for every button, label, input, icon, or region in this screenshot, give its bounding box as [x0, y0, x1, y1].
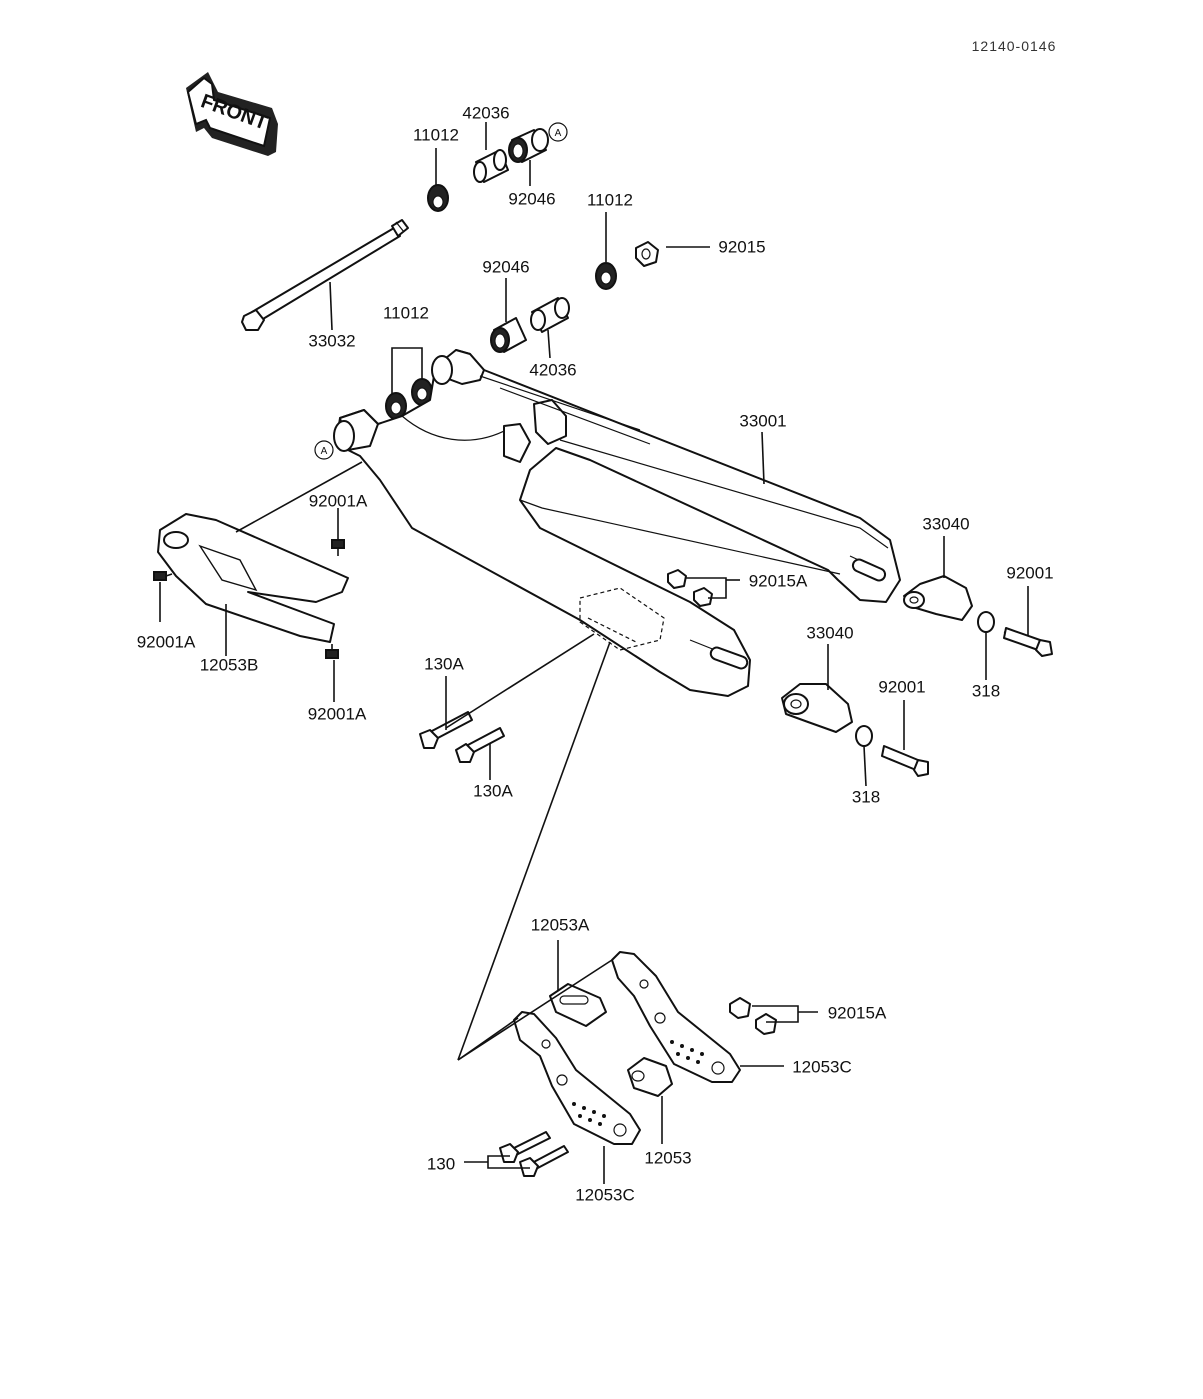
callout-33040-mid: 33040 [806, 623, 854, 643]
block-12053 [627, 1057, 673, 1097]
callout-42036-mid: 42036 [529, 360, 577, 380]
ref-a-top-circle [548, 122, 568, 142]
bolt-92001A-left [153, 571, 173, 581]
sleeve-42036-top [473, 149, 509, 183]
callout-92001-right: 92001 [1006, 563, 1054, 583]
callout-33032: 33032 [308, 331, 356, 351]
ref-a-left: A [321, 446, 328, 457]
bolt-92001-mid [881, 745, 929, 777]
callout-12053C-right: 12053C [792, 1057, 852, 1077]
bolts-130 [499, 1131, 569, 1177]
callout-12053C-bottom: 12053C [575, 1185, 635, 1205]
callout-11012-mid: 11012 [382, 303, 430, 323]
bolt-130A-bottom [455, 727, 505, 763]
drawing-id: 12140-0146 [971, 38, 1057, 54]
collar-92046-mid [490, 317, 527, 353]
callout-92015A-mid: 92015A [748, 571, 808, 591]
callout-92015: 92015 [718, 237, 766, 257]
callout-92046-mid: 92046 [482, 257, 530, 277]
callout-92001A-top: 92001A [308, 491, 368, 511]
ref-a-left-circle [314, 440, 334, 460]
callout-130: 130 [426, 1154, 456, 1174]
callout-12053B: 12053B [199, 655, 259, 675]
adjuster-33040-mid [781, 683, 853, 733]
bearing-11012-right [595, 262, 617, 290]
callout-11012-top: 11012 [412, 125, 460, 145]
ref-a-top: A [555, 128, 562, 139]
callout-33040-right: 33040 [922, 514, 970, 534]
callout-130A-top: 130A [424, 654, 464, 674]
collar-92046-top [508, 128, 549, 163]
callout-42036-top: 42036 [462, 103, 510, 123]
callout-11012-right: 11012 [586, 190, 634, 210]
leader-lines [159, 122, 1029, 1184]
callout-12053A: 12053A [530, 915, 590, 935]
nut-92015 [635, 241, 659, 267]
swing-arm-33001 [333, 349, 901, 697]
callout-130A-bottom: 130A [473, 781, 513, 801]
sleeve-42036-mid [530, 297, 570, 333]
callout-33001: 33001 [739, 411, 787, 431]
pivot-shaft-33032 [241, 219, 409, 331]
bracket-12053C-left [513, 1011, 641, 1145]
front-arrow-icon: FRONT [186, 72, 278, 156]
spacer-318-mid [855, 725, 873, 747]
callout-92001A-bottom: 92001A [307, 704, 367, 724]
bolt-92001A-top [331, 539, 345, 556]
callout-92015A-bottom: 92015A [827, 1003, 887, 1023]
bolt-92001A-bottom [325, 644, 339, 659]
spacer-318-right [977, 611, 995, 633]
nuts-92015A-bottom [729, 997, 777, 1035]
adjuster-33040-right [903, 575, 973, 621]
chain-guard-12053B [157, 513, 349, 643]
bearing-11012-top [427, 184, 449, 212]
callout-12053: 12053 [644, 1148, 692, 1168]
bracket-12053C-right [611, 951, 741, 1083]
callout-318-mid: 318 [851, 787, 881, 807]
callout-92001-mid: 92001 [878, 677, 926, 697]
callout-318-right: 318 [971, 681, 1001, 701]
callout-92001A-left: 92001A [136, 632, 196, 652]
callout-92046-top: 92046 [508, 189, 556, 209]
nuts-92015A-mid [667, 569, 713, 607]
block-12053A [549, 983, 607, 1027]
